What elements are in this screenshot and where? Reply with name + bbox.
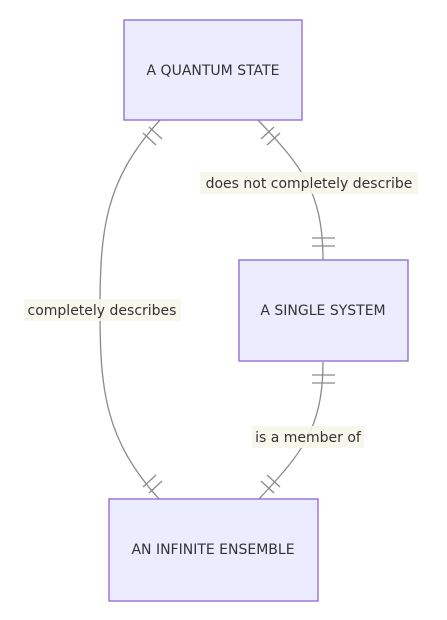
relationship-label-state-ensemble-text: completely describes [28, 303, 177, 319]
entity-infinite-ensemble-label: AN INFINITE ENSEMBLE [131, 542, 294, 558]
relationship-label-state-single: does not completely describe [200, 172, 418, 194]
cardinality-marker-state-single-top [260, 126, 281, 146]
relationship-label-state-ensemble: completely describes [24, 299, 181, 321]
entity-single-system-label: A SINGLE SYSTEM [260, 303, 385, 319]
relationship-label-state-single-text: does not completely describe [206, 176, 413, 192]
cardinality-marker-state-ensemble-top [142, 126, 163, 146]
relationship-label-single-ensemble: is a member of [252, 426, 364, 448]
entity-infinite-ensemble[interactable]: AN INFINITE ENSEMBLE [108, 498, 319, 602]
cardinality-marker-single-ensemble-top [312, 374, 335, 384]
cardinality-marker-state-ensemble-bottom [142, 474, 163, 494]
entity-quantum-state-label: A QUANTUM STATE [147, 63, 280, 79]
cardinality-marker-state-single-bottom [312, 237, 335, 247]
entity-quantum-state[interactable]: A QUANTUM STATE [123, 19, 303, 121]
entity-single-system[interactable]: A SINGLE SYSTEM [238, 259, 409, 362]
relationship-label-single-ensemble-text: is a member of [255, 430, 362, 446]
cardinality-marker-single-ensemble-bottom [260, 474, 281, 494]
